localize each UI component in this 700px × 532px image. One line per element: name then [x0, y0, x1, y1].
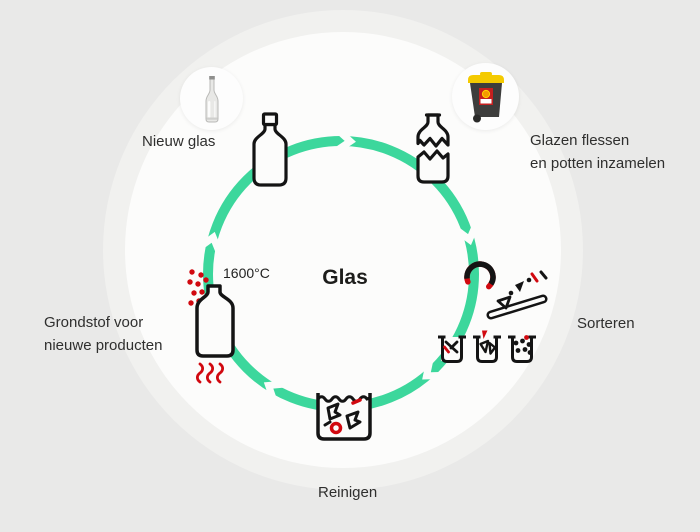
- new-bottle-icon: [252, 112, 288, 187]
- conveyor-shards-icon: [486, 270, 548, 320]
- sorting-bins-icon: [438, 330, 536, 363]
- magnet-icon: [464, 261, 496, 290]
- sorting-bin-mixed: [438, 335, 466, 363]
- temperature-label: 1600°C: [223, 265, 270, 281]
- stage-label-text: Glazen flessen: [530, 132, 630, 149]
- flow-arrow-gap: [263, 380, 287, 404]
- stage-label-text: Sorteren: [577, 315, 635, 332]
- flow-arrow-gap: [453, 221, 480, 246]
- stage-label-grondstof: Grondstof voor nieuwe producten: [44, 311, 162, 357]
- cycle-center-title: Glas: [322, 266, 368, 289]
- stage-label-text: Reinigen: [318, 484, 378, 501]
- flow-arrow-gap: [196, 231, 224, 256]
- stage-label-text: Nieuw glas: [142, 133, 216, 150]
- heat-waves-icon: [195, 362, 225, 384]
- flow-arrow-gaps: [196, 126, 480, 404]
- flow-arrow-gap: [422, 357, 445, 380]
- stage-label-nieuw-glas: Nieuw glas: [142, 130, 215, 153]
- stage-label-sorteren: Sorteren: [577, 312, 635, 335]
- new-glass-photo-badge: [180, 67, 243, 130]
- stage-label-inzamelen: Glazen flessen en potten inzamelen: [530, 129, 665, 175]
- sorting-bin-granulate: [508, 335, 536, 363]
- stage-label-reinigen: Reinigen: [318, 481, 377, 504]
- flow-arrow-gap: [333, 126, 356, 155]
- stage-label-text: en potten inzamelen: [530, 155, 666, 172]
- washing-tub-icon: [316, 393, 372, 441]
- stage-label-text: Grondstof voor: [44, 314, 144, 331]
- melting-bottle-icon: [187, 269, 235, 384]
- broken-bottle-icon: [416, 113, 450, 184]
- stage-label-text: nieuwe producten: [44, 337, 163, 354]
- clear-bottle-photo-icon: [205, 75, 218, 122]
- wheelie-bin-photo-icon: [467, 71, 504, 122]
- sorting-bin-glass: [473, 330, 501, 363]
- collection-container-badge: [452, 63, 519, 130]
